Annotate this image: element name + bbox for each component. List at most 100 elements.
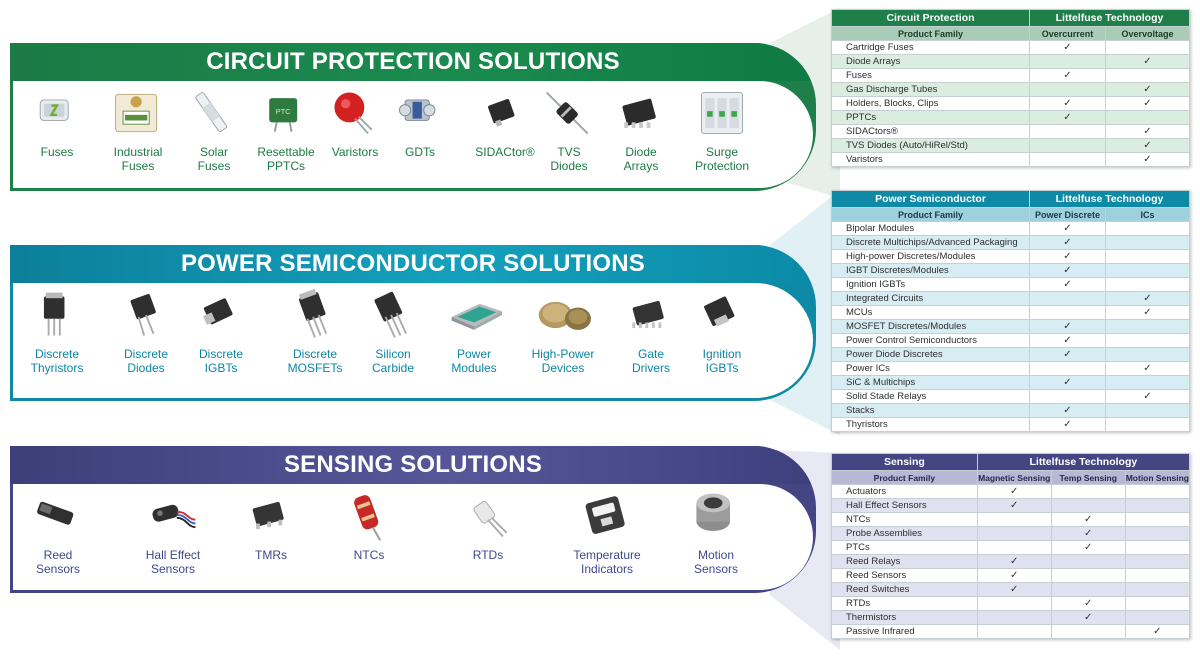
product-label: Discrete Diodes xyxy=(123,347,168,375)
checkmark-cell xyxy=(1050,554,1126,569)
product-power-module[interactable]: Power Modules xyxy=(428,287,520,375)
checkmark-cell xyxy=(1029,361,1106,376)
table-row: Fuses✓ xyxy=(831,68,1190,83)
product-family-cell: Stacks xyxy=(831,403,1030,418)
checkmark-cell: ✓ xyxy=(1050,512,1126,527)
table-header-category: Power Semiconductor xyxy=(831,190,1030,208)
checkmark-cell: ✓ xyxy=(1029,263,1106,278)
product-pptc[interactable]: PTC Resettable PPTCs xyxy=(240,85,332,173)
product-tvs-diode[interactable]: TVS Diodes xyxy=(523,85,615,173)
product-motion-sensor[interactable]: Motion Sensors xyxy=(670,488,762,576)
product-family-cell: High-power Discretes/Modules xyxy=(831,249,1030,264)
checkmark-cell xyxy=(1029,54,1106,69)
checkmark-cell xyxy=(1124,498,1191,513)
diode-array-icon xyxy=(622,98,656,128)
checkmark-cell: ✓ xyxy=(1105,82,1190,97)
table-column-header: ICs xyxy=(1105,207,1190,222)
checkmark-cell: ✓ xyxy=(1029,68,1106,83)
table-row: Hall Effect Sensors✓ xyxy=(831,498,1191,513)
product-fuse[interactable]: Fuses xyxy=(11,85,103,159)
checkmark-cell xyxy=(1105,417,1190,432)
checkmark-cell: ✓ xyxy=(1105,305,1190,320)
checkmark-cell: ✓ xyxy=(1105,124,1190,139)
product-label: Discrete MOSFETs xyxy=(287,347,343,375)
product-label: Gate Drivers xyxy=(632,347,670,375)
product-varistor[interactable]: Varistors xyxy=(309,85,401,159)
checkmark-cell xyxy=(976,526,1052,541)
tmr-icon xyxy=(252,501,284,530)
product-diode-array[interactable]: Diode Arrays xyxy=(595,85,687,173)
product-rtd[interactable]: RTDs xyxy=(442,488,534,562)
product-mosfet[interactable]: Discrete MOSFETs xyxy=(269,287,361,375)
product-label: GDTs xyxy=(405,145,435,159)
product-thyristor[interactable]: Discrete Thyristors xyxy=(11,287,103,375)
table-header-technology: Littelfuse Technology xyxy=(1029,190,1190,208)
table-row: Integrated Circuits✓ xyxy=(831,291,1190,306)
solar-fuse-icon xyxy=(195,92,228,133)
product-family-cell: PPTCs xyxy=(831,110,1030,125)
checkmark-cell: ✓ xyxy=(1124,624,1191,639)
power-semiconductor-panel: POWER SEMICONDUCTOR SOLUTIONS Discrete T… xyxy=(10,245,816,401)
product-family-cell: Power Diode Discretes xyxy=(831,347,1030,362)
table-row: IGBT Discretes/Modules✓ xyxy=(831,263,1190,278)
table-row: SIDACtors® ✓ xyxy=(831,124,1190,139)
table-header-category: Circuit Protection xyxy=(831,9,1030,27)
sensing-title: SENSING SOLUTIONS xyxy=(10,446,816,484)
product-high-power-device[interactable]: High-Power Devices xyxy=(517,287,609,375)
product-reed-sensor[interactable]: Reed Sensors xyxy=(12,488,104,576)
checkmark-cell xyxy=(976,610,1052,625)
product-gate-driver[interactable]: Gate Drivers xyxy=(605,287,697,375)
product-family-cell: Fuses xyxy=(831,68,1030,83)
checkmark-cell xyxy=(1029,305,1106,320)
product-label: High-Power Devices xyxy=(531,347,595,375)
product-family-cell: Actuators xyxy=(831,484,978,499)
product-family-cell: SIDACtors® xyxy=(831,124,1030,139)
table-row: Holders, Blocks, Clips✓✓ xyxy=(831,96,1190,111)
product-label: Resettable PPTCs xyxy=(257,145,315,173)
product-label: TMRs xyxy=(255,548,287,562)
checkmark-cell: ✓ xyxy=(1105,138,1190,153)
product-family-cell: Power Control Semiconductors xyxy=(831,333,1030,348)
checkmark-cell xyxy=(1105,375,1190,390)
product-diode[interactable]: Discrete Diodes xyxy=(100,287,192,375)
table-row: High-power Discretes/Modules✓ xyxy=(831,249,1190,264)
table-row: Ignition IGBTs✓ xyxy=(831,277,1190,292)
product-family-cell: Solid Stade Relays xyxy=(831,389,1030,404)
temperature-indicator-icon xyxy=(585,496,625,534)
ntc-icon xyxy=(354,495,382,541)
checkmark-cell: ✓ xyxy=(1029,417,1106,432)
product-family-cell: SiC & Multichips xyxy=(831,375,1030,390)
product-ntc[interactable]: NTCs xyxy=(323,488,415,562)
product-label: RTDs xyxy=(472,548,504,562)
product-solar-fuse[interactable]: Solar Fuses xyxy=(168,85,260,173)
svg-text:PTC: PTC xyxy=(276,107,292,116)
table-column-header: Magnetic Sensing xyxy=(976,470,1052,485)
table-row: PTCs✓ xyxy=(831,540,1191,555)
product-family-cell: Reed Switches xyxy=(831,582,978,597)
high-power-device-icon xyxy=(538,301,591,330)
product-tmr[interactable]: TMRs xyxy=(225,488,317,562)
checkmark-cell xyxy=(1105,319,1190,334)
table-column-header: Motion Sensing xyxy=(1124,470,1191,485)
product-industrial-fuse[interactable]: Industrial Fuses xyxy=(92,85,184,173)
product-surge-protection[interactable]: Surge Protection xyxy=(676,85,768,173)
product-family-cell: NTCs xyxy=(831,512,978,527)
checkmark-cell xyxy=(976,596,1052,611)
checkmark-cell xyxy=(1050,624,1126,639)
product-ignition-igbt[interactable]: Ignition IGBTs xyxy=(676,287,768,375)
product-silicon-carbide[interactable]: Silicon Carbide xyxy=(347,287,439,375)
product-family-cell: Passive Infrared xyxy=(831,624,978,639)
product-igbt[interactable]: Discrete IGBTs xyxy=(175,287,267,375)
product-label: Power Modules xyxy=(451,347,497,375)
product-temperature-indicator[interactable]: Temperature Indicators xyxy=(561,488,653,576)
product-hall-effect-sensor[interactable]: Hall Effect Sensors xyxy=(127,488,219,576)
product-label: Fuses xyxy=(40,145,74,159)
ignition-igbt-icon xyxy=(704,296,735,327)
product-gdt[interactable]: GDTs xyxy=(374,85,466,159)
checkmark-cell: ✓ xyxy=(1029,375,1106,390)
product-sidactor[interactable]: SIDACtor® xyxy=(459,85,551,159)
